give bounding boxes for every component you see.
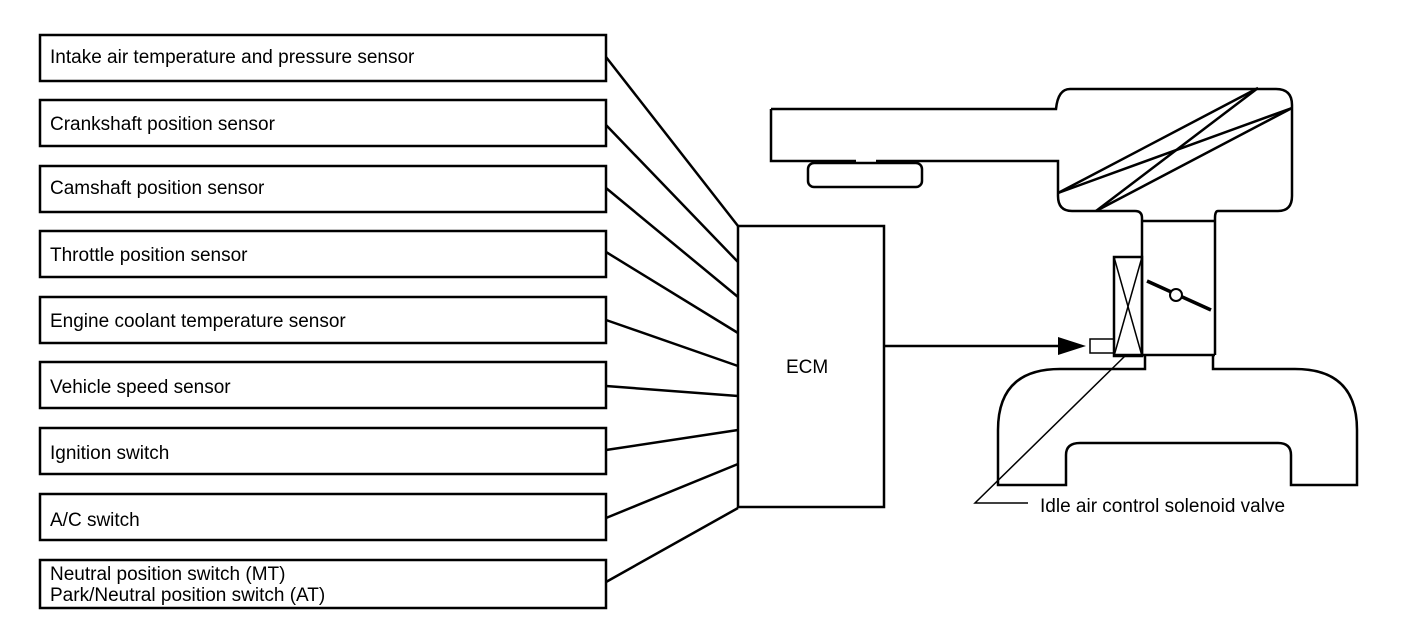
sensor-box-5: Engine coolant temperature sensor bbox=[38, 295, 608, 345]
sensor-box-9: Neutral position switch (MT) Park/Neutra… bbox=[38, 558, 608, 610]
wire bbox=[605, 124, 739, 263]
sensor-box-2: Crankshaft position sensor bbox=[38, 98, 608, 148]
sensor-label: Neutral position switch (MT) bbox=[50, 564, 285, 585]
sensor-wires bbox=[605, 56, 739, 584]
sensor-label: Throttle position sensor bbox=[50, 245, 248, 266]
sensor-label: Intake air temperature and pressure sens… bbox=[50, 47, 415, 68]
sensor-label: Crankshaft position sensor bbox=[50, 114, 276, 135]
wire bbox=[605, 506, 739, 584]
sensor-label: Vehicle speed sensor bbox=[50, 377, 231, 398]
intake-manifold bbox=[996, 353, 1359, 487]
sensor-label-2: Park/Neutral position switch (AT) bbox=[50, 585, 325, 606]
air-cleaner-housing bbox=[769, 86, 1294, 355]
sensor-label: Engine coolant temperature sensor bbox=[50, 311, 346, 332]
sensor-label: Ignition switch bbox=[50, 443, 169, 464]
wire bbox=[605, 384, 739, 398]
sensor-box-1: Intake air temperature and pressure sens… bbox=[38, 33, 608, 83]
sensor-box-4: Throttle position sensor bbox=[38, 229, 608, 279]
wire bbox=[605, 56, 739, 227]
sensor-box-6: Vehicle speed sensor bbox=[38, 360, 608, 410]
sensor-box-8: A/C switch bbox=[38, 492, 608, 542]
control-signal-arrow bbox=[884, 337, 1086, 355]
wire bbox=[605, 250, 739, 335]
throttle-valve bbox=[1146, 279, 1212, 312]
sensor-label: A/C switch bbox=[50, 510, 140, 531]
sensor-box-7: Ignition switch bbox=[38, 426, 608, 476]
filter-element-lines bbox=[1057, 86, 1293, 213]
wire bbox=[605, 318, 739, 368]
ecm-label: ECM bbox=[786, 357, 828, 378]
idle-air-control-solenoid-valve bbox=[1089, 255, 1144, 358]
ecm-box: ECM bbox=[736, 224, 886, 509]
sensor-label: Camshaft position sensor bbox=[50, 178, 265, 199]
wire bbox=[605, 462, 739, 520]
sensor-box-3: Camshaft position sensor bbox=[38, 164, 608, 214]
wire bbox=[605, 187, 739, 298]
valve-callout: Idle air control solenoid valve bbox=[973, 355, 1285, 517]
valve-label: Idle air control solenoid valve bbox=[1040, 496, 1285, 517]
wire bbox=[605, 428, 739, 452]
